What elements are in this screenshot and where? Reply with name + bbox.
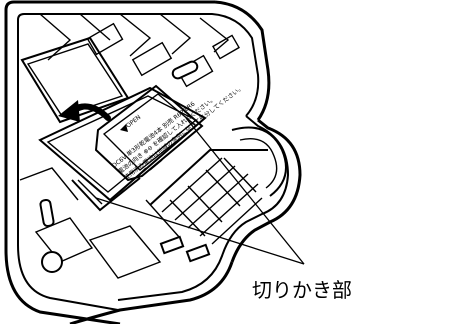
top-slot — [171, 60, 199, 80]
right-bumper — [231, 126, 287, 197]
battery-cover — [71, 84, 204, 212]
right-grille — [145, 149, 268, 263]
device-body — [4, 0, 302, 324]
curved-arrow-icon — [58, 100, 111, 122]
lower-features — [19, 167, 162, 279]
callout-leaders — [95, 117, 305, 265]
callout-label: 切りかき部 — [252, 278, 352, 302]
open-triangle-icon — [120, 124, 128, 132]
cover-spec-line-2: 電池の向き ⊕⊖ を確認して入れてください。 — [116, 95, 217, 176]
